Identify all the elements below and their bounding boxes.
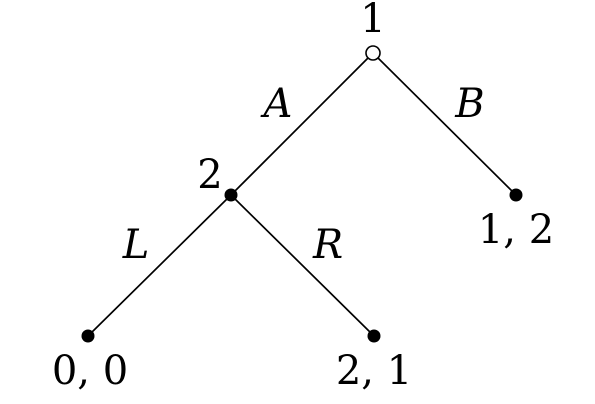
leaf-node-r <box>367 329 381 343</box>
player-2-node <box>224 188 238 202</box>
action-label-l: L <box>122 222 150 268</box>
payoff-label-r: 2, 1 <box>336 348 412 394</box>
action-label-r: R <box>312 222 343 268</box>
edge-a <box>230 52 374 196</box>
edge-l <box>87 194 232 337</box>
edge-r <box>230 194 375 337</box>
root-player-label: 1 <box>360 0 385 42</box>
payoff-label-b: 1, 2 <box>478 207 554 253</box>
leaf-node-b <box>509 188 523 202</box>
leaf-node-l <box>81 329 95 343</box>
payoff-label-l: 0, 0 <box>52 348 128 394</box>
root-node <box>365 45 381 61</box>
second-player-label: 2 <box>197 152 222 198</box>
action-label-a: A <box>260 81 293 127</box>
action-label-b: B <box>454 81 484 127</box>
edge-b <box>372 52 517 196</box>
